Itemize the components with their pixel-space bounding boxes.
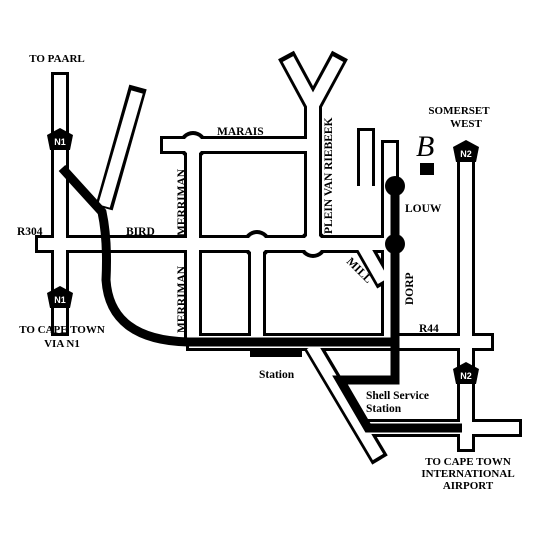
label-shell-2: Station [366,403,402,415]
destination-marker [420,163,434,175]
svg-text:N2: N2 [460,149,472,159]
station-marker [250,350,302,357]
label-plein-van-riebeek: PLEIN VAN RIEBEEK [323,117,335,234]
label-merriman-lower: MERRIMAN [176,265,188,333]
label-marais: MARAIS [217,126,264,138]
route-main [58,164,395,347]
label-to-cape-town-n1-1: TO CAPE TOWN [19,324,105,336]
label-shell-1: Shell Service [366,390,429,402]
route-nodes [385,176,405,254]
label-somerset-2: WEST [450,118,482,130]
roundabouts-fill [183,135,323,254]
label-bird: BIRD [126,226,155,238]
svg-text:N1: N1 [54,295,66,305]
label-r44: R44 [419,323,439,335]
label-louw: LOUW [405,203,442,215]
n1-shield-top: N1 [47,128,73,150]
label-airport-3: AIRPORT [443,480,494,492]
label-r304: R304 [17,226,43,238]
label-merriman-upper: MERRIMAN [176,168,188,236]
destination-logo: B [416,130,434,163]
svg-text:N1: N1 [54,137,66,147]
highlighted-route [58,164,462,433]
n1-shield-bottom: N1 [47,286,73,308]
label-station: Station [259,369,295,381]
label-to-cape-town-n1-2: VIA N1 [44,338,80,350]
label-airport-2: INTERNATIONAL [421,468,514,480]
n2-shield-top: N2 [453,140,479,162]
route-node-bird-dorp [385,234,405,254]
svg-text:N2: N2 [460,371,472,381]
label-airport-1: TO CAPE TOWN [425,456,511,468]
route-dorp [332,186,462,433]
route-node-louw [385,176,405,196]
label-to-paarl: TO PAARL [29,53,85,65]
n2-shield-bottom: N2 [453,362,479,384]
label-dorp: DORP [404,272,416,305]
label-somerset-1: SOMERSET [428,105,490,117]
